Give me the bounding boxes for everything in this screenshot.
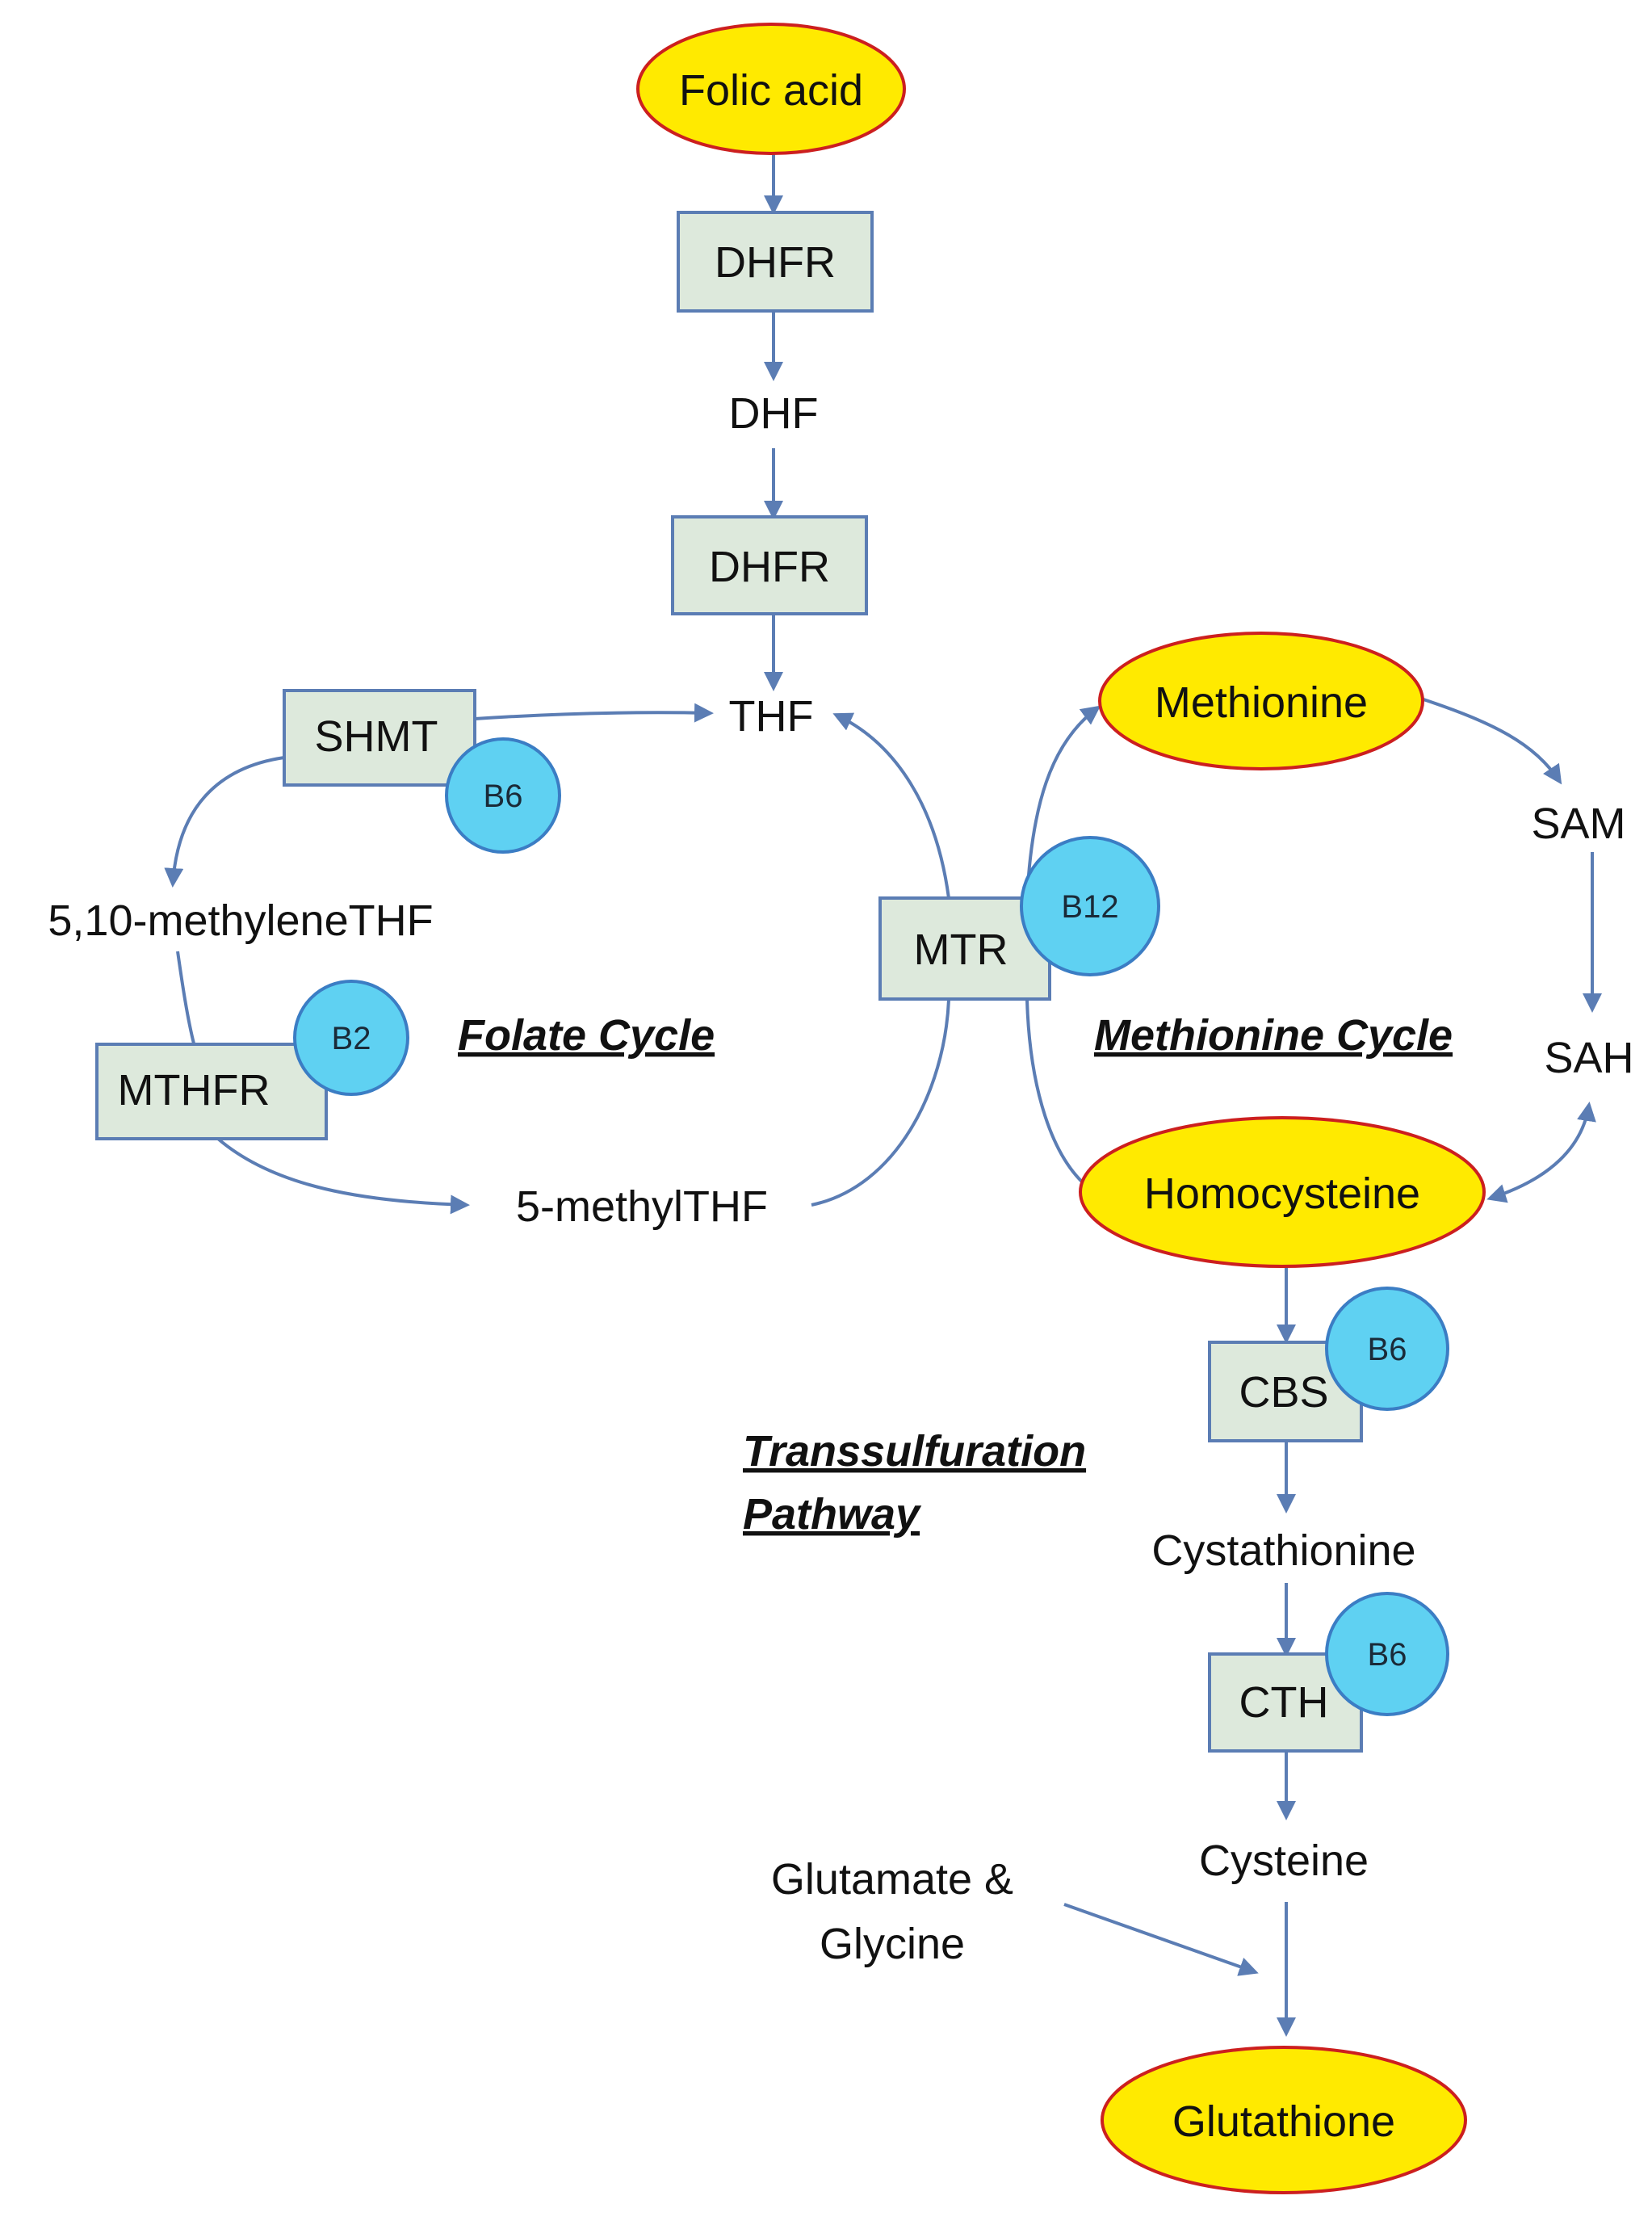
dhfr-2-label: DHFR <box>709 543 830 591</box>
metabolite-methionine: Methionine <box>1098 632 1424 770</box>
arrow-methylthf-to-mtr <box>811 999 950 1207</box>
arrow-mthfr-to-methylthf <box>216 1137 470 1215</box>
homocysteine-label: Homocysteine <box>1144 1169 1420 1218</box>
metabolite-glutathione: Glutathione <box>1101 2046 1467 2194</box>
metabolite-folic-acid: Folic acid <box>636 23 906 155</box>
dhfr-1-label: DHFR <box>715 238 836 287</box>
shmt-label: SHMT <box>315 712 438 761</box>
sam-label: SAM <box>1531 800 1625 848</box>
arrow-sah-homocysteine <box>1486 1102 1596 1203</box>
cofactor-cbs: B6 <box>1325 1287 1449 1411</box>
arrows <box>164 153 1602 2037</box>
cofactor-cth-label: B6 <box>1368 1637 1407 1673</box>
enzyme-mtr: MTR <box>878 896 1051 1001</box>
metabolite-homocysteine: Homocysteine <box>1079 1116 1486 1268</box>
thf-label: THF <box>729 692 814 741</box>
sah-label: SAH <box>1544 1034 1633 1082</box>
cth-label: CTH <box>1239 1678 1329 1727</box>
dhf-label: DHF <box>729 389 819 438</box>
arrow-methionine-to-sam <box>1420 697 1562 785</box>
cofactor-mthfr-label: B2 <box>332 1021 371 1056</box>
enzyme-dhfr-1: DHFR <box>677 211 874 313</box>
mtr-label: MTR <box>914 926 1008 974</box>
arrow-shmt-to-methylene <box>164 756 285 888</box>
arrow-mtr-to-thf <box>832 712 950 899</box>
enzyme-dhfr-2: DHFR <box>671 515 868 615</box>
methylene-thf-label: 5,10-methyleneTHF <box>48 896 433 945</box>
cbs-label: CBS <box>1239 1368 1328 1417</box>
transsulfuration-title-line1: Transsulfuration <box>743 1427 1086 1476</box>
cofactor-shmt: B6 <box>445 737 561 854</box>
cofactor-mthfr: B2 <box>293 980 409 1096</box>
arrow-mtr-to-methionine <box>1025 705 1101 899</box>
arrow-shmt-to-thf <box>474 703 714 723</box>
arrow-homocysteine-to-mtr <box>1025 999 1098 1195</box>
cystathionine-label: Cystathionine <box>1151 1526 1415 1575</box>
glutamate-label-line1: Glutamate & <box>771 1855 1013 1904</box>
methionine-label: Methionine <box>1155 678 1368 727</box>
cofactor-cbs-label: B6 <box>1368 1332 1407 1367</box>
enzyme-shmt: SHMT <box>283 689 476 787</box>
cofactor-shmt-label: B6 <box>484 779 523 814</box>
methionine-cycle-title: Methionine Cycle <box>1094 1011 1453 1060</box>
transsulfuration-title-line2: Pathway <box>743 1490 922 1539</box>
cysteine-label: Cysteine <box>1199 1837 1369 1885</box>
folic-acid-label: Folic acid <box>679 66 863 115</box>
methyl-thf-label: 5-methylTHF <box>516 1182 768 1231</box>
arrow-glutamate-to-glutathione <box>1063 1903 1259 1976</box>
enzyme-cbs: CBS <box>1208 1341 1363 1442</box>
cofactor-mtr-label: B12 <box>1061 889 1118 925</box>
enzyme-mthfr: MTHFR <box>95 1043 328 1140</box>
mthfr-label: MTHFR <box>118 1066 270 1115</box>
folate-cycle-title: Folate Cycle <box>458 1011 715 1060</box>
arrow-methylene-to-mthfr <box>176 951 195 1044</box>
cofactor-mtr: B12 <box>1020 836 1160 976</box>
glutamate-label-line2: Glycine <box>820 1920 965 1968</box>
glutathione-label: Glutathione <box>1172 2097 1395 2146</box>
cofactor-cth: B6 <box>1325 1592 1449 1716</box>
